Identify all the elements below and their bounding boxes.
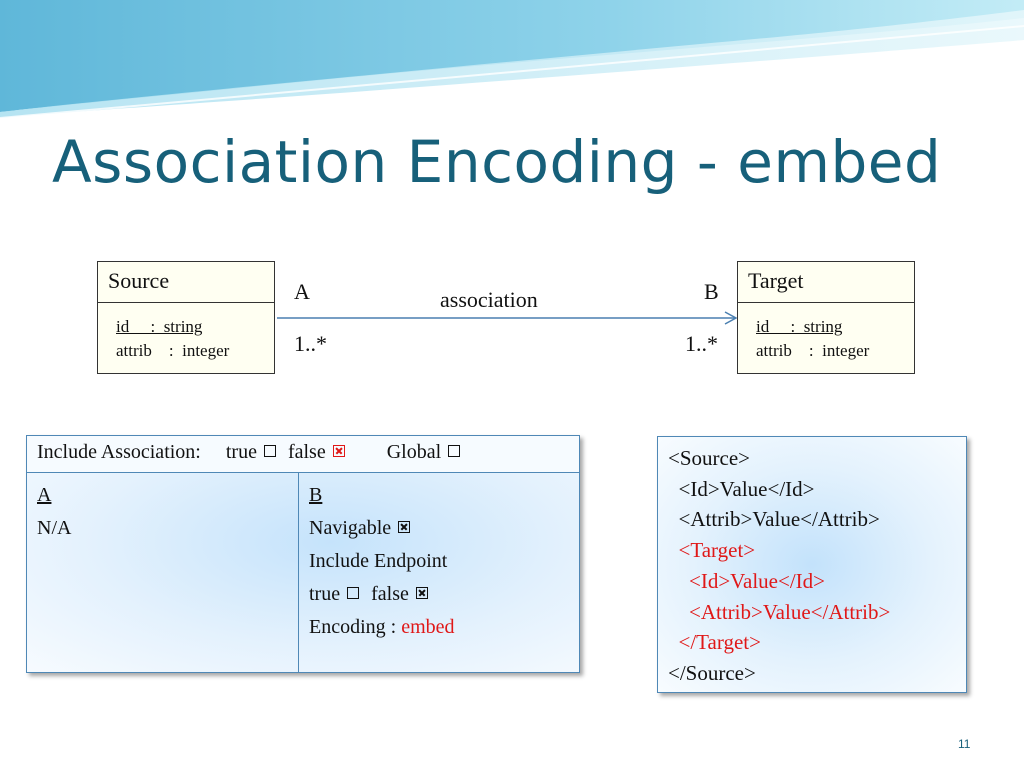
endpoint-false-checkbox[interactable] [415,587,428,599]
header-swoosh [0,0,1024,119]
global-checkbox[interactable] [448,445,461,457]
source-class-name: Source [98,262,274,303]
navigable-row: Navigable [309,512,579,545]
xml-example-panel: <Source> <Id>Value</Id> <Attrib>Value</A… [657,436,967,693]
navigable-checkbox[interactable] [398,521,411,533]
include-false-checkbox[interactable] [332,445,345,457]
include-true-checkbox[interactable] [263,445,276,457]
endpoint-true-checkbox[interactable] [347,587,360,599]
target-attr-attrib: attrib : integer [756,341,870,360]
source-attr-attrib: attrib : integer [116,341,230,360]
endpoint-a-heading: A [37,484,52,506]
endpoint-false-label: false [371,583,409,605]
multiplicity-a: 1..* [294,331,327,356]
source-attr-id: id : string [116,317,203,336]
association-settings-panel: Include Association: true false Global A… [26,435,580,673]
endpoint-b-heading: B [309,484,323,506]
slide-number: 11 [958,737,971,751]
xml-line: <Id>Value</Id> [668,476,815,501]
target-class-box: Target id : string attrib : integer [737,261,915,374]
xml-line-highlight: <Id>Value</Id> [668,568,826,593]
xml-line-highlight: <Attrib>Value</Attrib> [668,599,891,624]
xml-line: </Source> [668,660,756,685]
include-endpoint-label: Include Endpoint [309,550,448,572]
target-attr-id: id : string [756,317,843,336]
endpoint-true-false-row: true false [309,578,579,611]
association-label: association [440,287,538,312]
endpoint-true-label: true [309,583,341,605]
encoding-value: embed [401,616,455,638]
endpoint-a-column: A N/A [27,473,299,672]
xml-line-highlight: </Target> [668,630,761,655]
encoding-row: Encoding : embed [309,611,579,644]
role-b-label: B [704,279,719,304]
target-class-name: Target [738,262,914,303]
role-a-label: A [294,279,310,304]
endpoint-b-column: B Navigable Include Endpoint true false … [299,473,579,672]
source-class-box: Source id : string attrib : integer [97,261,275,374]
xml-line: <Source> [668,446,751,470]
include-association-row: Include Association: true false Global [27,436,579,473]
endpoint-a-value: N/A [37,517,72,539]
slide-title: Association Encoding - embed [52,128,942,196]
global-label: Global [386,441,442,463]
encoding-label: Encoding : [309,616,397,638]
include-false-label: false [287,441,326,463]
xml-line: <Attrib>Value</Attrib> [668,507,880,532]
navigable-label: Navigable [309,517,392,539]
multiplicity-b: 1..* [685,331,718,356]
xml-line-highlight: <Target> [668,538,756,563]
include-association-label: Include Association: true [37,441,257,463]
